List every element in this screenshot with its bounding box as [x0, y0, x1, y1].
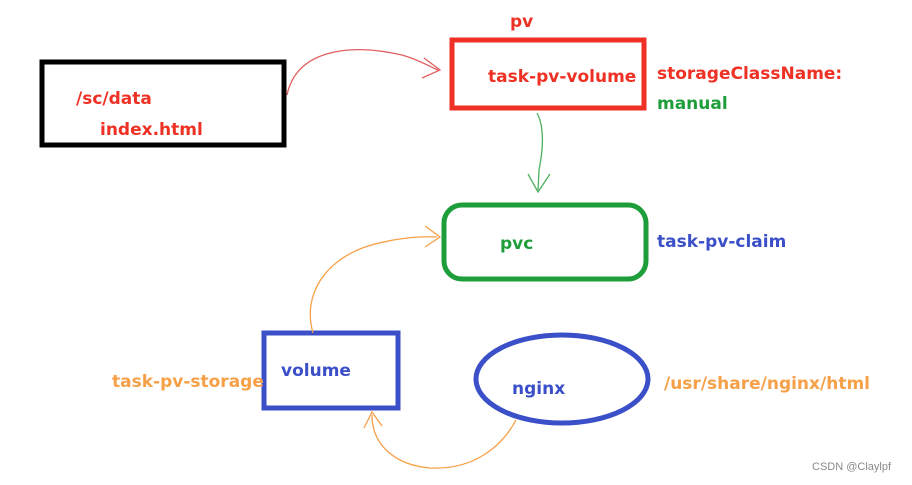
arrow-volume-to-pvc — [309, 236, 438, 334]
pv-box — [449, 37, 647, 111]
host-path-label: /sc/data — [76, 89, 152, 109]
storage-class-value-label: manual — [657, 94, 728, 114]
arrow-host-to-pv — [286, 49, 439, 96]
pvc-label: pvc — [500, 234, 534, 254]
pvc-box — [441, 202, 649, 282]
pvc-name-label: task-pv-claim — [657, 232, 787, 252]
volume-box — [261, 330, 401, 411]
host-directory-box — [39, 59, 287, 148]
nginx-label: nginx — [512, 379, 566, 399]
arrow-host-to-pv-head — [421, 57, 442, 79]
nginx-ellipse — [473, 332, 651, 426]
arrow-nginx-to-volume-head — [363, 410, 383, 429]
arrow-pv-to-pvc — [536, 112, 544, 191]
arrow-pv-to-pvc-head — [527, 173, 551, 194]
arrow-nginx-to-volume — [371, 414, 517, 469]
volume-label: volume — [281, 361, 351, 381]
volume-name-label: task-pv-storage — [112, 372, 264, 392]
arrow-volume-to-pvc-head — [424, 225, 442, 248]
nginx-mount-path-label: /usr/share/nginx/html — [664, 374, 870, 394]
watermark: CSDN @Claylpf — [812, 461, 892, 473]
host-file-label: index.html — [100, 120, 203, 140]
pv-title-label: pv — [510, 12, 534, 32]
storage-class-key-label: storageClassName: — [657, 64, 843, 84]
pv-name-label: task-pv-volume — [488, 67, 637, 87]
